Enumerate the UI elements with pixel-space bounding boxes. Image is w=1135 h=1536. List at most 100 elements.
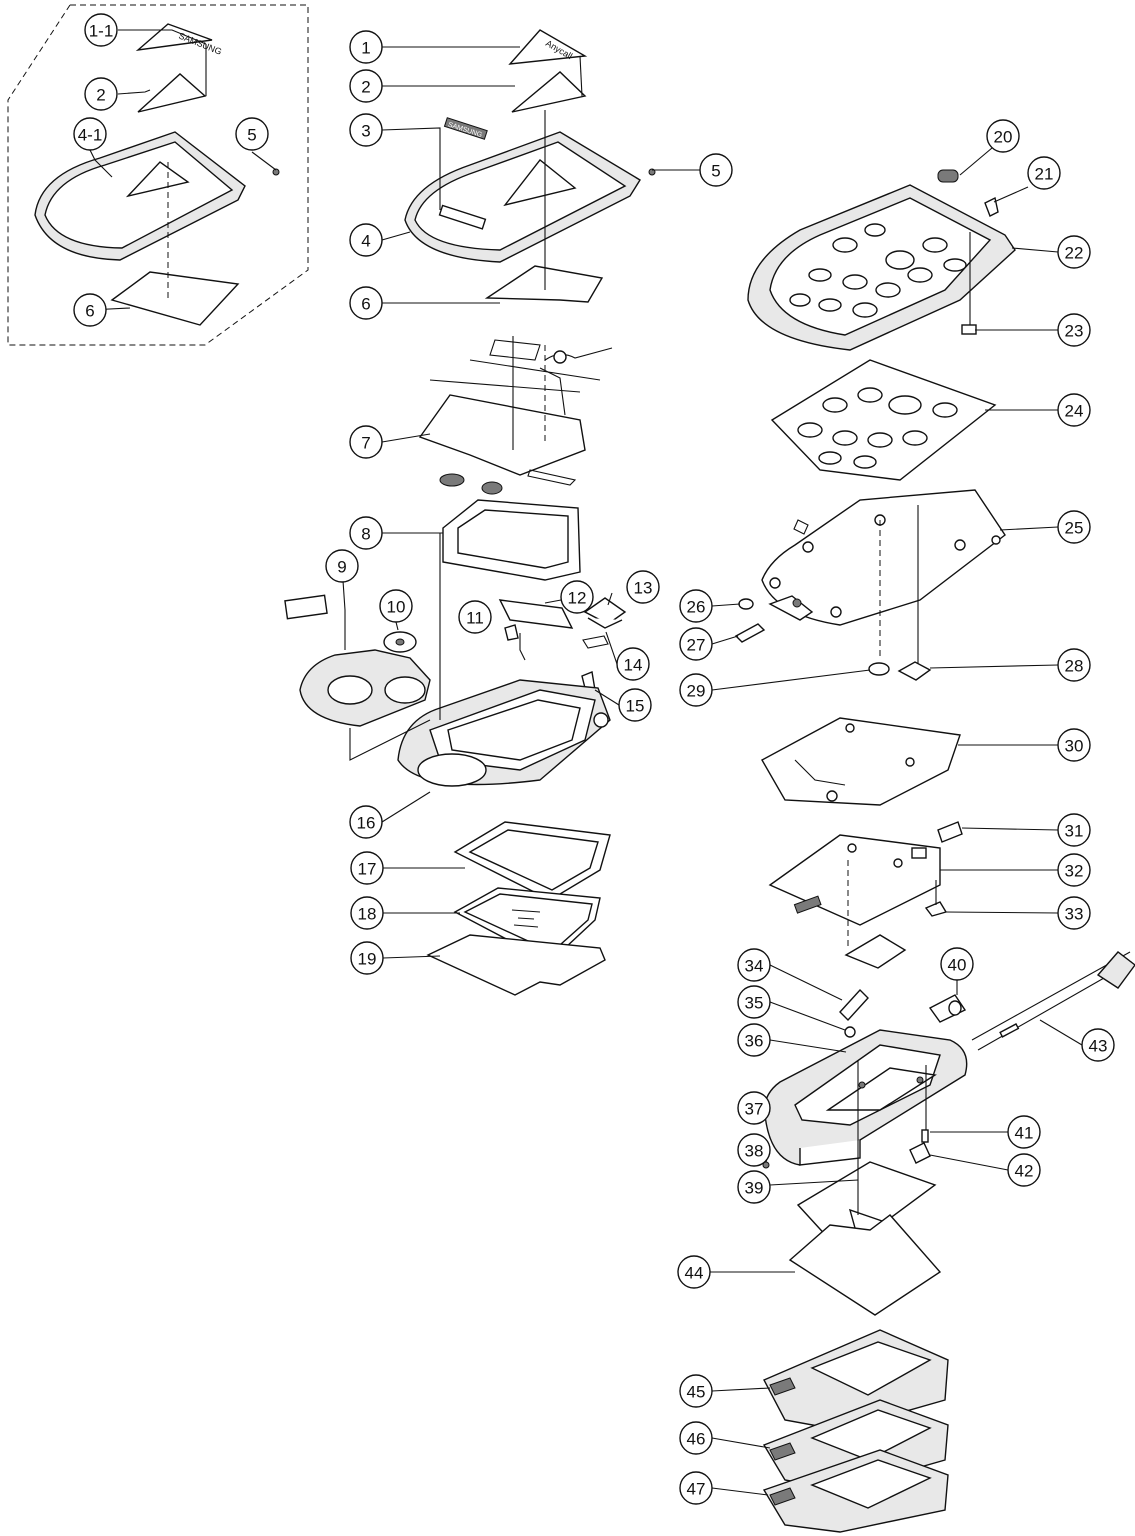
callout-2: 2 [349, 69, 383, 103]
callout-group: 1-1 2 4-1 5 6 1 2 3 5 4 6 7 8 9 10 11 12… [73, 13, 1115, 1505]
svg-text:32: 32 [1065, 862, 1084, 881]
part-2-inset-pad [137, 73, 207, 113]
svg-text:7: 7 [361, 434, 370, 453]
part-42 [909, 1142, 931, 1164]
svg-text:43: 43 [1089, 1037, 1108, 1056]
svg-text:22: 22 [1065, 244, 1084, 263]
svg-text:11: 11 [466, 609, 484, 628]
callout-32: 32 [1057, 853, 1091, 887]
svg-text:39: 39 [745, 1179, 764, 1198]
part-22-keypad-frame [747, 169, 1016, 351]
svg-text:36: 36 [745, 1032, 764, 1051]
svg-text:13: 13 [634, 579, 653, 598]
part-6-inset-window [110, 271, 240, 326]
svg-text:42: 42 [1015, 1162, 1034, 1181]
svg-text:41: 41 [1015, 1124, 1034, 1143]
part-25-main-pcb [734, 489, 1006, 681]
callout-4-1: 4-1 [73, 117, 107, 151]
callout-3: 3 [349, 113, 383, 147]
svg-text:47: 47 [687, 1480, 706, 1499]
part-35 [844, 1026, 856, 1038]
callout-29: 29 [679, 673, 713, 707]
callout-27: 27 [679, 627, 713, 661]
svg-text:23: 23 [1065, 322, 1084, 341]
top-cover-stack: Anycall SAMSUNG [404, 29, 656, 303]
callout-19: 19 [350, 941, 384, 975]
callout-43: 43 [1081, 1028, 1115, 1062]
callout-22: 22 [1057, 235, 1091, 269]
svg-text:27: 27 [687, 636, 706, 655]
part-41 [921, 1129, 929, 1143]
svg-text:16: 16 [357, 814, 376, 833]
callout-39: 39 [737, 1170, 771, 1204]
callout-16: 16 [349, 805, 383, 839]
svg-text:17: 17 [358, 860, 377, 879]
svg-text:29: 29 [687, 682, 706, 701]
parts-31-33 [768, 821, 963, 969]
inset-parts: SAMSUNG [34, 23, 280, 326]
svg-text:25: 25 [1065, 519, 1084, 538]
part-30-shield [761, 717, 961, 806]
callout-1: 1 [349, 30, 383, 64]
callout-20: 20 [986, 119, 1020, 153]
callout-28: 28 [1057, 648, 1091, 682]
callout-34: 34 [737, 948, 771, 982]
callout-35: 35 [737, 985, 771, 1019]
callout-10: 10 [379, 589, 413, 623]
svg-text:35: 35 [745, 994, 764, 1013]
callout-40: 40 [940, 947, 974, 981]
svg-text:1: 1 [361, 39, 370, 58]
svg-text:5: 5 [247, 126, 256, 145]
part-37-rear-housing [762, 951, 1135, 1169]
svg-text:2: 2 [96, 86, 105, 105]
part-27 [734, 623, 766, 643]
callout-36: 36 [737, 1023, 771, 1057]
callout-21: 21 [1027, 156, 1061, 190]
part-20-hinge [937, 169, 959, 183]
part-24-keypad-rubber [770, 359, 997, 481]
callout-30: 30 [1057, 728, 1091, 762]
callout-47: 47 [679, 1471, 713, 1505]
callout-25: 25 [1057, 510, 1091, 544]
callout-24: 24 [1057, 393, 1091, 427]
callout-38: 38 [737, 1133, 771, 1167]
svg-text:20: 20 [994, 128, 1013, 147]
sim-holder [844, 934, 907, 969]
svg-text:26: 26 [687, 598, 706, 617]
svg-text:18: 18 [358, 905, 377, 924]
part-5-inset-screw [272, 168, 280, 176]
part-16-front-housing [397, 679, 611, 787]
leader-lines [89, 29, 1083, 1496]
parts-11-15 [498, 597, 627, 693]
callout-13: 13 [626, 570, 660, 604]
svg-text:12: 12 [568, 589, 587, 608]
callout-12: 12 [560, 580, 594, 614]
callout-23: 23 [1057, 313, 1091, 347]
callout-18: 18 [350, 896, 384, 930]
callout-4: 4 [349, 223, 383, 257]
callout-2-inset: 2 [84, 77, 118, 111]
callout-33: 33 [1057, 896, 1091, 930]
svg-text:31: 31 [1065, 822, 1084, 841]
part-29 [868, 662, 890, 676]
part-28 [897, 661, 932, 681]
callout-5-inset: 5 [235, 117, 269, 151]
callout-8: 8 [349, 516, 383, 550]
svg-text:15: 15 [626, 697, 645, 716]
svg-text:37: 37 [745, 1100, 764, 1119]
svg-text:14: 14 [624, 656, 643, 675]
part-1-badge [508, 29, 588, 65]
callout-37: 37 [737, 1091, 771, 1125]
callout-15: 15 [618, 688, 652, 722]
part-9-10-bracket [284, 594, 431, 727]
svg-text:34: 34 [745, 957, 764, 976]
part-2-pad [511, 71, 587, 113]
svg-text:10: 10 [387, 598, 406, 617]
callout-11: 11 [458, 600, 492, 634]
svg-text:33: 33 [1065, 905, 1084, 924]
svg-text:44: 44 [685, 1264, 704, 1283]
callout-9: 9 [325, 549, 359, 583]
part-19 [426, 934, 606, 996]
